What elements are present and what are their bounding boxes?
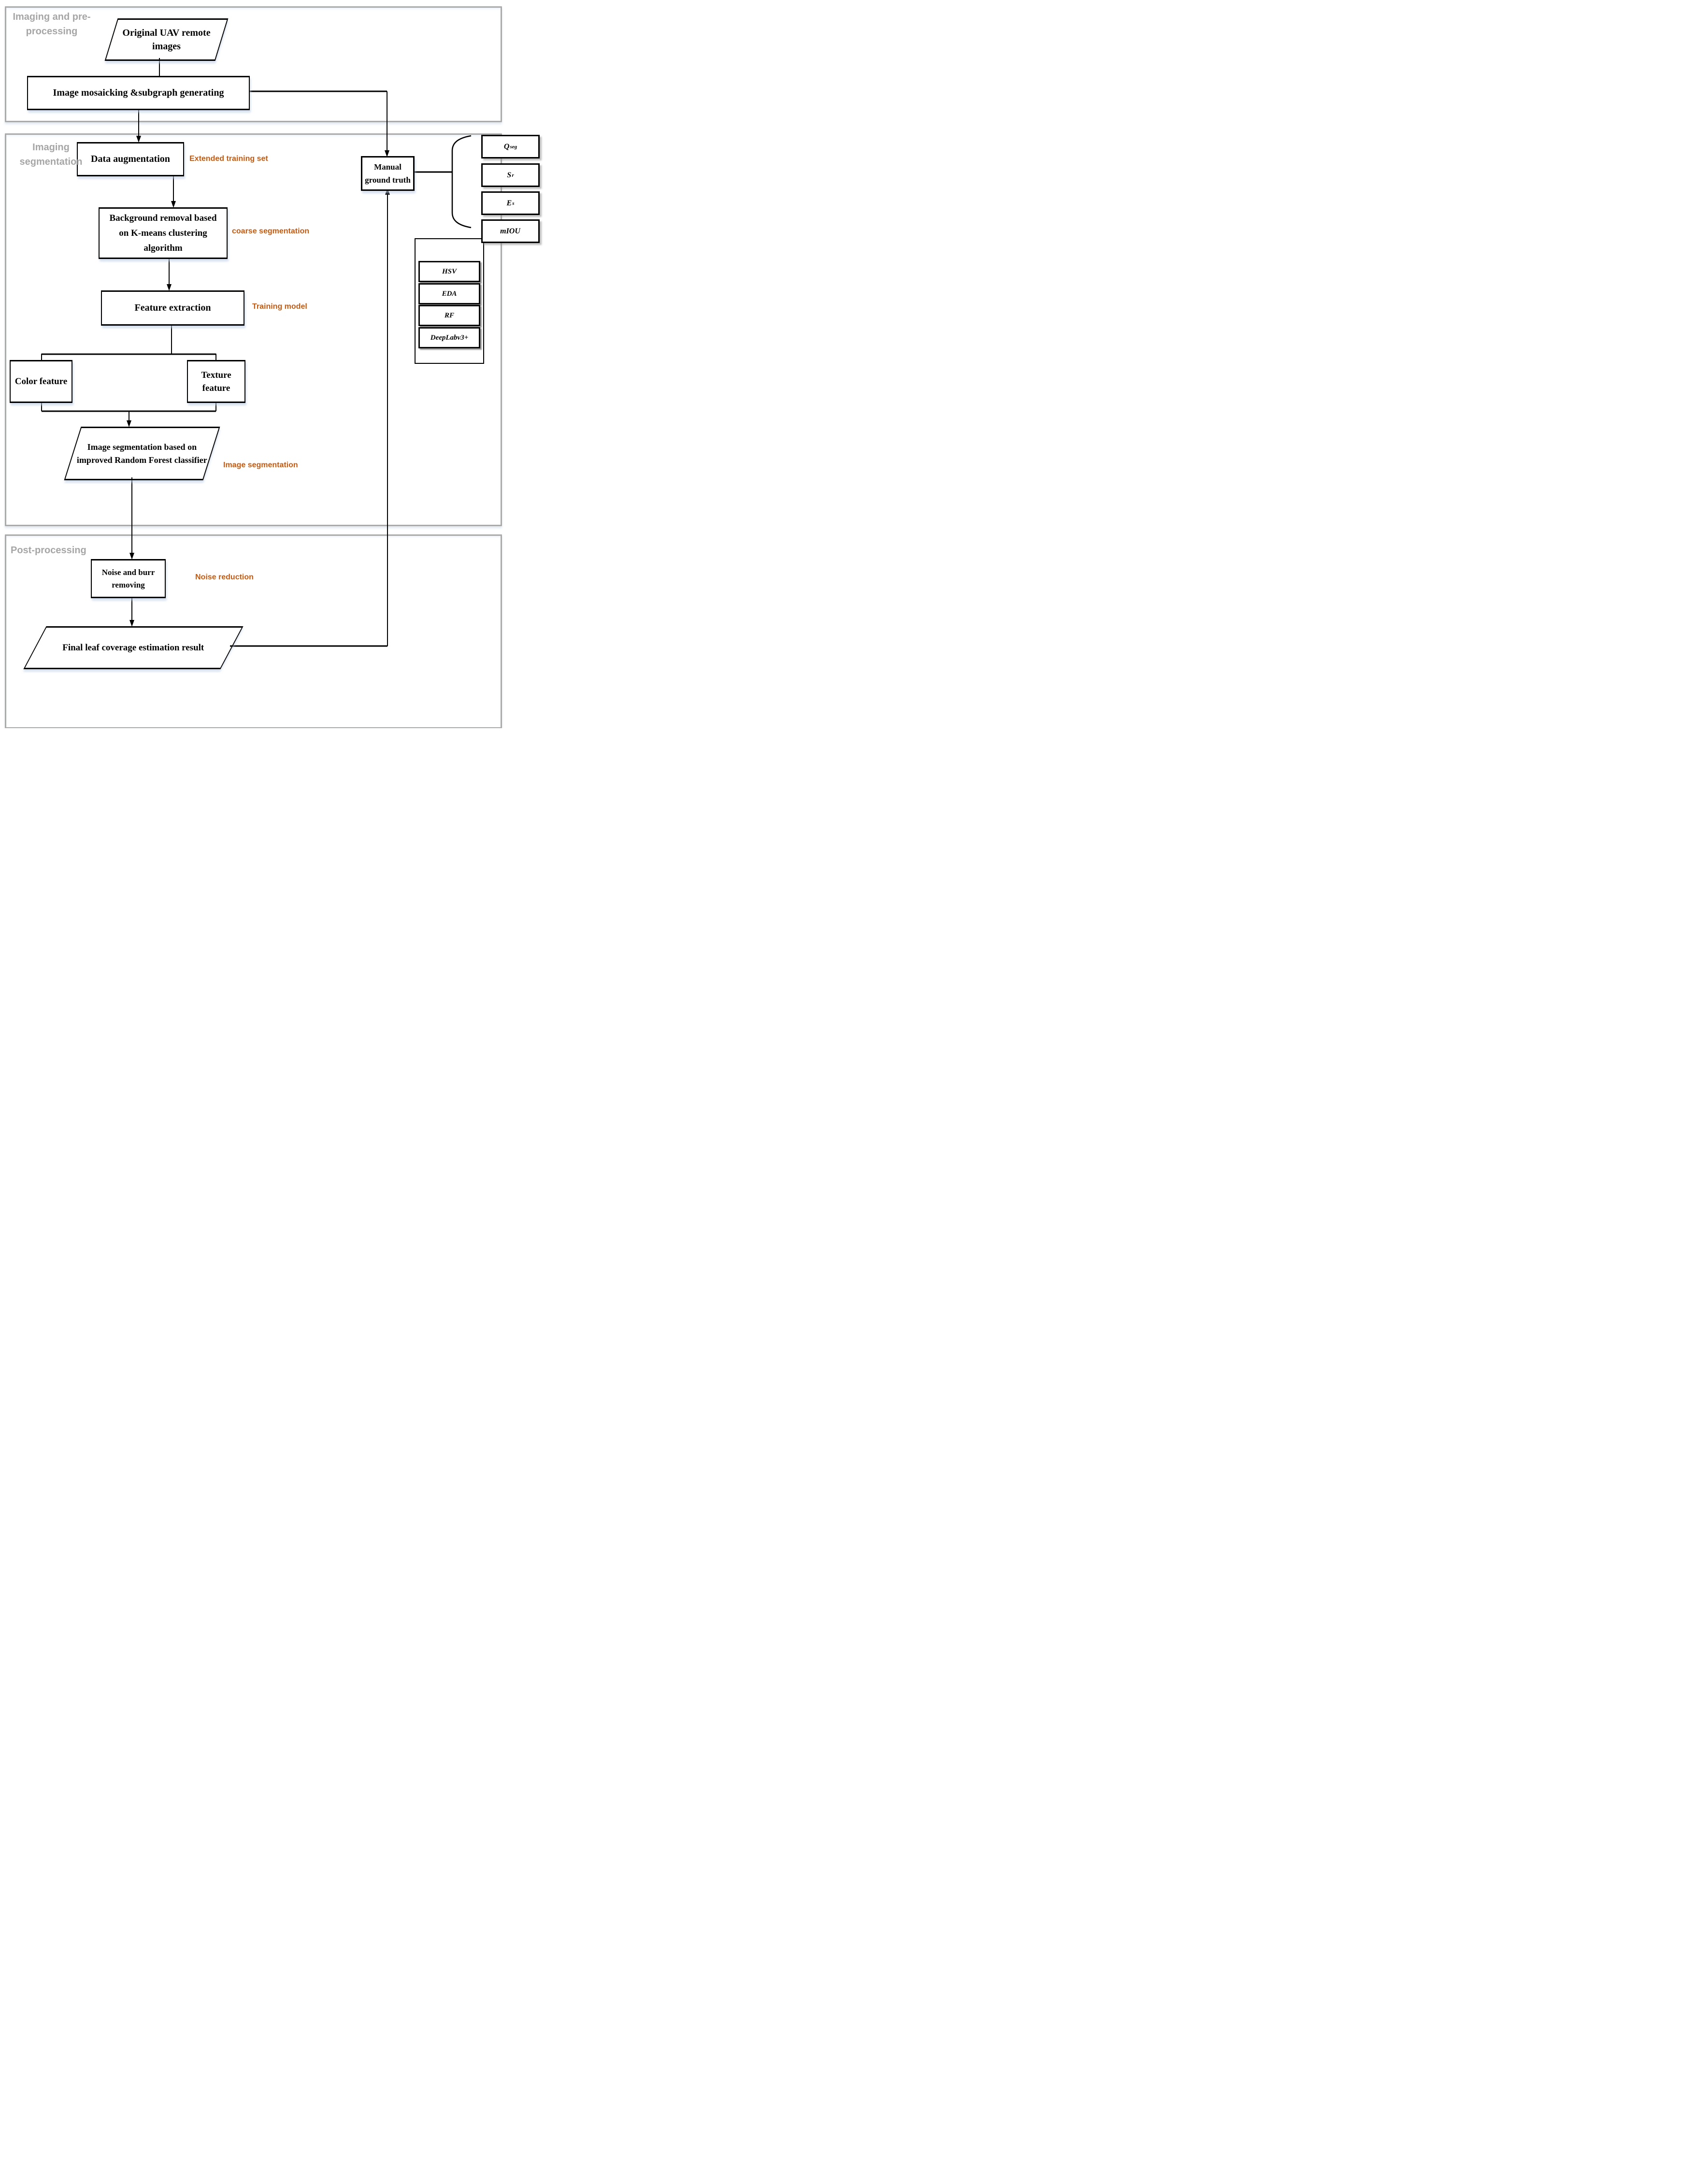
section-label-line: processing — [26, 26, 78, 37]
node-kmeans-background-removal: Background removal based on K-means clus… — [99, 207, 228, 259]
node-label-line: Final leaf coverage estimation result — [62, 642, 204, 653]
metric-symbol: S — [507, 171, 512, 179]
annotation-training-model: Training model — [252, 302, 307, 311]
node-image-mosaicking: Image mosaicking &subgraph generating — [27, 76, 250, 110]
section-label-preprocessing: Imaging and pre- processing — [11, 10, 93, 39]
node-label-line: improved Random Forest classifier — [77, 455, 207, 465]
section-label-line: Imaging and pre- — [13, 12, 91, 22]
arrowheads — [127, 136, 390, 627]
annotation-extended-training-set: Extended training set — [189, 155, 268, 163]
flowchart-canvas: Imaging and pre- processing Imaging segm… — [0, 0, 564, 728]
node-texture-feature: Texture feature — [187, 360, 245, 403]
annotation-image-segmentation: Image segmentation — [223, 461, 298, 469]
node-label-line: Image segmentation based on — [87, 442, 197, 452]
node-label-line: ground truth — [365, 175, 411, 185]
node-label-line: Original UAV remote — [122, 28, 211, 38]
section-label-postprocessing: Post-processing — [11, 545, 86, 556]
annotation-noise-reduction: Noise reduction — [195, 573, 254, 581]
node-label-line: algorithm — [143, 243, 183, 253]
node-original-uav-images: Original UAV remote images — [104, 18, 229, 61]
section-post-processing — [5, 534, 502, 728]
metric-subscript: seg — [510, 144, 517, 150]
annotation-coarse-segmentation: coarse segmentation — [232, 227, 310, 235]
node-data-augmentation: Data augmentation — [77, 142, 184, 176]
model-box-eda: EDA — [418, 283, 480, 304]
model-box-rf: RF — [418, 305, 480, 326]
section-imaging-preprocessing — [5, 6, 502, 122]
node-label-line: images — [152, 41, 181, 52]
metric-subscript: s — [512, 200, 515, 206]
node-color-feature: Color feature — [10, 360, 72, 403]
section-label-segmentation: Imaging segmentation — [9, 140, 93, 169]
node-label-line: feature — [202, 383, 230, 393]
node-feature-extraction: Feature extraction — [101, 290, 244, 326]
section-imaging-segmentation — [5, 133, 502, 526]
model-box-hsv: HSV — [418, 261, 480, 282]
node-final-result: Final leaf coverage estimation result — [23, 626, 244, 669]
node-noise-burr-removing: Noise and burr removing — [91, 559, 166, 598]
node-manual-ground-truth: Manual ground truth — [361, 156, 415, 191]
node-label-line: Background removal based — [109, 213, 217, 223]
metric-symbol: E — [506, 199, 512, 207]
node-label-line: on K-means clustering — [119, 228, 207, 238]
node-label-line: removing — [112, 580, 145, 589]
metric-subscript: r — [512, 172, 514, 178]
model-box-deeplabv3: DeepLabv3+ — [418, 327, 480, 348]
section-label-line: segmentation — [19, 157, 83, 167]
metric-symbol: Q — [503, 142, 510, 151]
connector-lines — [41, 58, 472, 647]
metric-symbol: mIOU — [500, 227, 520, 235]
section-label-line: Imaging — [32, 142, 70, 153]
node-label-line: Texture — [201, 370, 231, 380]
metric-box-miou: mIOU — [481, 219, 540, 243]
node-label-line: Noise and burr — [101, 567, 155, 577]
node-label-line: Manual — [374, 162, 402, 172]
node-rf-image-segmentation: Image segmentation based on improved Ran… — [64, 427, 220, 480]
